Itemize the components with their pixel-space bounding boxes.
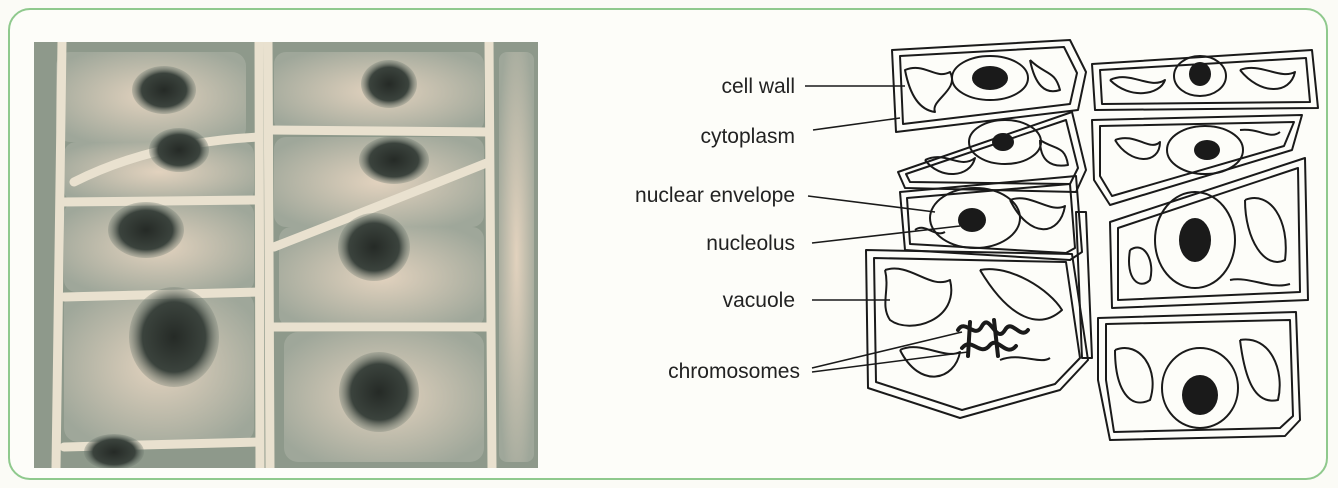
label-nuclear-envelope: nuclear envelope bbox=[635, 184, 795, 207]
label-vacuole: vacuole bbox=[723, 289, 795, 312]
diagram-chromosomes bbox=[958, 320, 1028, 356]
diagram-nucleoli bbox=[958, 62, 1220, 415]
leader-nuclear-envelope bbox=[808, 196, 935, 212]
diagram-cell-7 bbox=[866, 250, 1088, 418]
leader-lines bbox=[805, 86, 968, 372]
label-cytoplasm: cytoplasm bbox=[700, 125, 795, 148]
diagram-cell-3 bbox=[898, 112, 1086, 192]
label-cell-wall: cell wall bbox=[721, 75, 795, 98]
diagram-cell-5 bbox=[900, 176, 1082, 260]
label-nucleolus: nucleolus bbox=[706, 232, 795, 255]
diagram-labels: cell wall cytoplasm nuclear envelope nuc… bbox=[635, 75, 800, 383]
leader-cytoplasm bbox=[813, 118, 900, 130]
label-chromosomes: chromosomes bbox=[668, 360, 800, 383]
